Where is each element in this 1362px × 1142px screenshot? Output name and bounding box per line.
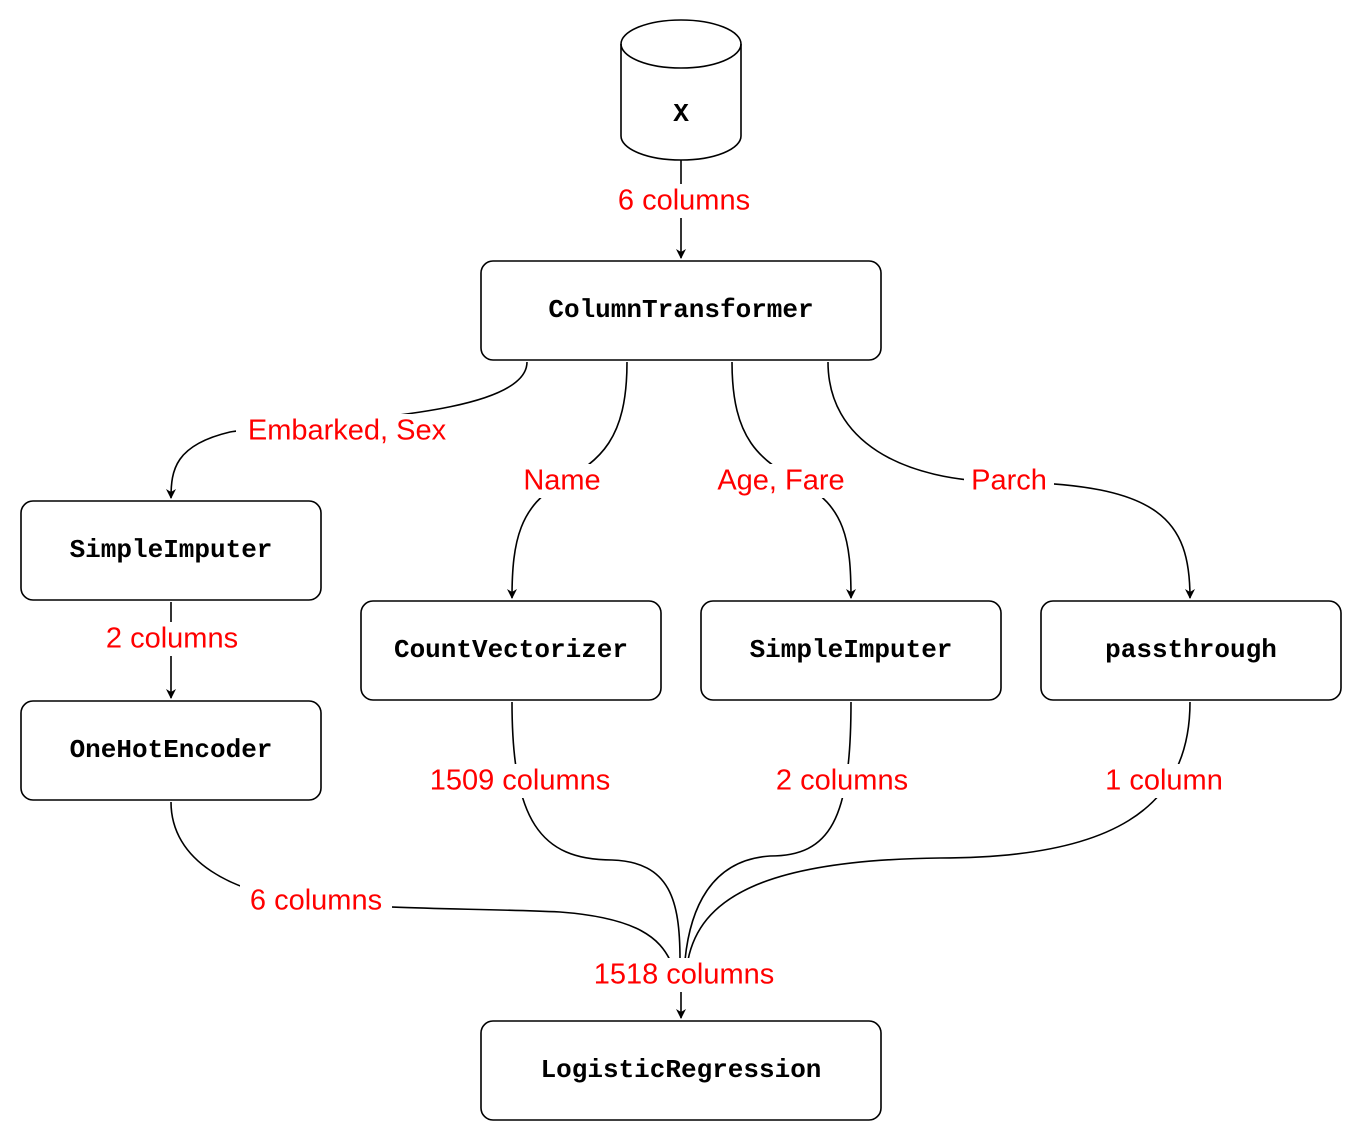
node-columntransformer[interactable]: ColumnTransformer <box>480 260 882 361</box>
edge-label-age-fare: Age, Fare <box>717 465 844 497</box>
edge-label-ohe-out: 6 columns <box>250 885 382 917</box>
edge-passthrough-out <box>687 701 1191 961</box>
node-box <box>1040 600 1342 701</box>
edge-simpleimputer-num-out <box>684 701 852 961</box>
node-label: ColumnTransformer <box>548 295 813 325</box>
node-countvectorizer[interactable]: CountVectorizer <box>360 600 662 701</box>
edge-labels: 6 columns Embarked, Sex Name Age, Fare P… <box>96 184 1232 992</box>
edge-label-imputer-to-ohe: 2 columns <box>106 623 238 655</box>
edge-label-passthrough-out: 1 column <box>1105 765 1223 797</box>
node-simpleimputer-num[interactable]: SimpleImputer <box>700 600 1002 701</box>
node-label: SimpleImputer <box>750 635 953 665</box>
node-logisticregression[interactable]: LogisticRegression <box>480 1020 882 1121</box>
node-label: OneHotEncoder <box>70 735 273 765</box>
node-onehotencoder[interactable]: OneHotEncoder <box>20 700 322 801</box>
node-box <box>360 600 662 701</box>
node-label: passthrough <box>1105 635 1277 665</box>
edge-label-name: Name <box>523 465 600 497</box>
nodes: X ColumnTransformer SimpleImputer OneHot… <box>20 19 1342 1121</box>
edge-label-embarked-sex: Embarked, Sex <box>248 415 447 447</box>
node-label: LogisticRegression <box>541 1055 822 1085</box>
cylinder-shape <box>620 19 742 161</box>
node-box <box>480 260 882 361</box>
edge-label-vectorizer-out: 1509 columns <box>430 765 611 797</box>
node-simpleimputer-cat[interactable]: SimpleImputer <box>20 500 322 601</box>
edge-label-merged: 1518 columns <box>594 959 775 991</box>
node-box <box>700 600 1002 701</box>
node-box <box>20 500 322 601</box>
node-x[interactable]: X <box>620 19 742 161</box>
edge-label-imputer-num-out: 2 columns <box>776 765 908 797</box>
node-box <box>20 700 322 801</box>
node-label: X <box>673 99 689 129</box>
edge-countvectorizer-out <box>511 701 681 961</box>
cylinder-rim <box>620 43 742 69</box>
node-label: SimpleImputer <box>70 535 273 565</box>
node-passthrough[interactable]: passthrough <box>1040 600 1342 701</box>
edge-label-parch: Parch <box>971 465 1047 497</box>
edge-onehotencoder-out <box>170 801 671 961</box>
edge-label-x-to-ct: 6 columns <box>618 185 750 217</box>
node-label: CountVectorizer <box>394 635 628 665</box>
node-box <box>480 1020 882 1121</box>
